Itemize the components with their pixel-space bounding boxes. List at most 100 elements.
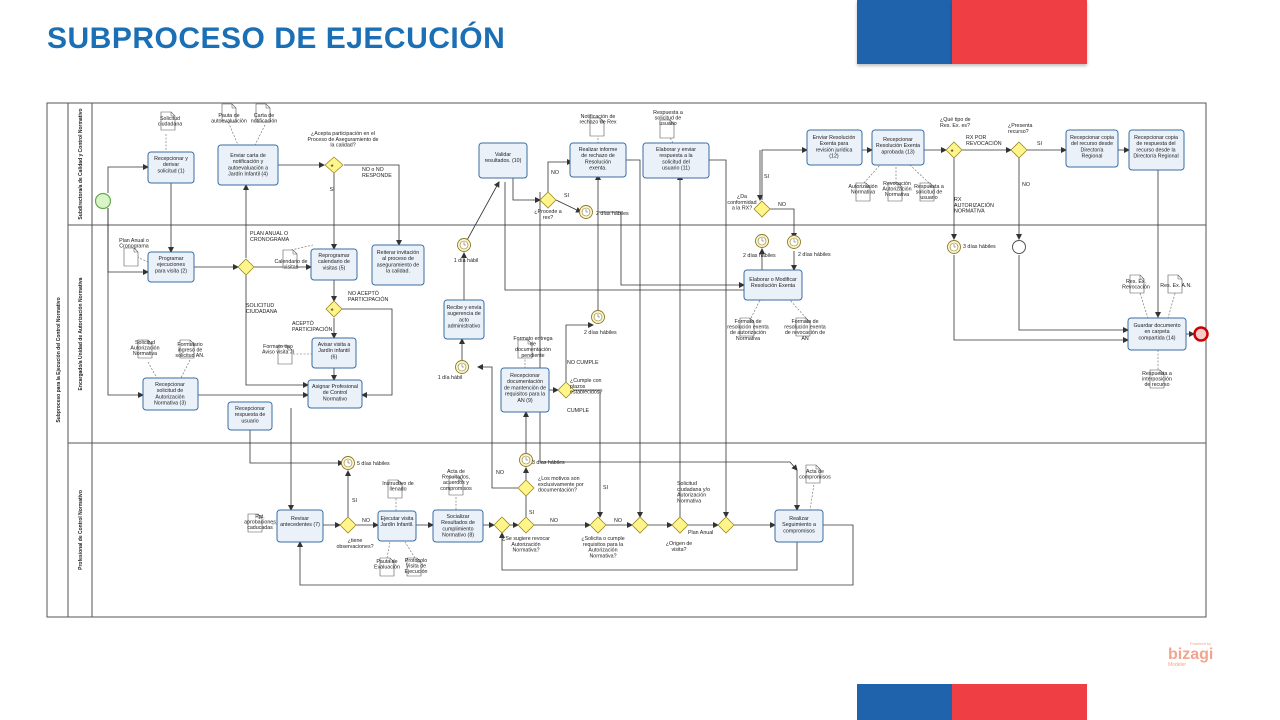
task-label-tmod-line: Elaborar o Modificar bbox=[749, 277, 797, 283]
doc-label-d_rusu-line: solicitud de bbox=[655, 116, 682, 122]
task-label-t5-line: Reprogramar bbox=[318, 253, 349, 259]
task-label-tresp-line: respuesta de bbox=[235, 412, 266, 418]
label-rx_aut-line: RX bbox=[954, 197, 962, 203]
label-plan_anual-line: CRONOGRAMA bbox=[250, 237, 290, 243]
label-acepto-line: PARTICIPACIÓN bbox=[292, 326, 332, 333]
doc-label-d_sol2-line: Normativa bbox=[133, 351, 157, 357]
timer-event-2 bbox=[455, 360, 469, 374]
label-q_motivos-line: ¿Los motivos son bbox=[538, 476, 580, 482]
svg-text:+: + bbox=[951, 149, 954, 155]
lane-label-profesional: Profesional de Control Normativo bbox=[78, 490, 84, 570]
task-label-tasig-line: de Control bbox=[323, 390, 347, 396]
doc-label-d_sol-line: ciudadana bbox=[158, 122, 183, 128]
doc-label-d_frev-line: de revocación de bbox=[785, 330, 825, 336]
task-label-t8-line: Resultados de bbox=[441, 520, 475, 526]
doc-label-d_acom-line: Acta de bbox=[806, 469, 824, 475]
task-label-t11-line: usuario (11) bbox=[662, 166, 690, 172]
task-label-t12-line: Exenta para bbox=[820, 141, 849, 147]
task-label-t4-line: autoevaluación a bbox=[228, 165, 268, 171]
task-label-tcop2-line: recurso desde la bbox=[1136, 147, 1175, 153]
task-label-t5-line: visitas (5) bbox=[323, 265, 346, 271]
task-revisar-antecedentes bbox=[276, 509, 324, 543]
task-label-tasig-line: Asignar Profesional bbox=[312, 384, 358, 390]
gateway-join-3 bbox=[717, 516, 735, 534]
doc-d_resex: Res. Ex.Revocación bbox=[1122, 274, 1150, 294]
label-q_origen-line: visita? bbox=[671, 547, 686, 553]
task-label-tnot-line: solicitud de bbox=[157, 388, 184, 394]
task-label-tcop2-line: de respuesta del bbox=[1136, 141, 1175, 147]
label-q_motivos-line: documentación? bbox=[538, 488, 577, 494]
gateway-tiene-observaciones bbox=[339, 516, 357, 534]
branch-no: NO bbox=[496, 470, 504, 476]
lane-label-subdireccion: Subdirectora/a de Calidad y Control Norm… bbox=[78, 108, 84, 219]
timer-event-7 bbox=[787, 235, 801, 249]
task-label-t2-line: ejecuciones bbox=[157, 262, 185, 268]
doc-label-d_fent-line: pendiente bbox=[521, 353, 544, 359]
start-event bbox=[94, 192, 112, 210]
label-no_acepto-line: NO ACEPTÓ bbox=[348, 290, 379, 297]
label-q_part-line: Proceso de Aseguramiento de bbox=[308, 137, 379, 143]
gateway-tipo-resolucion: + bbox=[945, 141, 963, 159]
doc-label-d_revo-line: Autorización bbox=[882, 187, 911, 193]
doc-label-d_paut-line: autoevaluación bbox=[211, 119, 247, 125]
doc-label-d_resex-line: Revocación bbox=[1122, 285, 1150, 291]
task-socializar-resultados bbox=[432, 509, 484, 543]
task-label-tnot-line: Recepcionar bbox=[155, 382, 185, 388]
task-label-t9-line: de mantención de bbox=[504, 385, 546, 391]
doc-label-d_cart-line: notificación bbox=[251, 119, 278, 125]
label-acepto-line: ACEPTÓ bbox=[292, 320, 314, 327]
task-elaborar-modificar-resolucion bbox=[743, 269, 803, 301]
bizagi-logo-sub: Modeler bbox=[1168, 662, 1187, 668]
task-label-t9-line: AN (9) bbox=[517, 398, 533, 404]
task-label-tcop1-line: Regional bbox=[1082, 154, 1103, 160]
task-label-treit-line: aseguramiento de bbox=[377, 262, 419, 268]
doc-label-d_noti-line: Notificación de bbox=[581, 114, 616, 120]
task-label-tresp-line: Recepcionar bbox=[235, 406, 265, 412]
task-label-t9-line: requisitos para la bbox=[505, 392, 545, 398]
branch-si: SI bbox=[1037, 141, 1042, 147]
flag-red-top bbox=[952, 0, 1087, 64]
label-q_revocar-line: ¿Se sugiere revocar bbox=[502, 536, 550, 542]
doc-label-d_fent-line: de bbox=[530, 342, 536, 348]
bizagi-logo: Powered by bizagi Modeler bbox=[1168, 641, 1213, 668]
task-label-tmod-line: Resolución Exenta bbox=[751, 283, 795, 289]
task-label-tcop1-line: Director/a bbox=[1081, 147, 1104, 153]
task-label-t6-line: Jardín infantil bbox=[318, 348, 350, 354]
branch-si: SI bbox=[603, 485, 608, 491]
label-q_part-line: la calidad? bbox=[330, 143, 355, 149]
label-q_revocar-line: Autorización bbox=[511, 542, 540, 548]
branch-si: SI bbox=[529, 510, 534, 516]
task-label-t1-line: derivar bbox=[163, 162, 179, 168]
gateway-cumple-plazos bbox=[557, 381, 575, 399]
label-cumple: CUMPLE bbox=[567, 408, 590, 414]
task-label-t7-line: Revisar bbox=[291, 516, 309, 522]
doc-label-d_sol2-line: Autorización bbox=[130, 346, 159, 352]
doc-label-d_ppt-line: aprobaciones bbox=[244, 520, 276, 526]
branch-no: NO bbox=[551, 170, 559, 176]
task-label-tnot-line: Autorización bbox=[155, 394, 184, 400]
